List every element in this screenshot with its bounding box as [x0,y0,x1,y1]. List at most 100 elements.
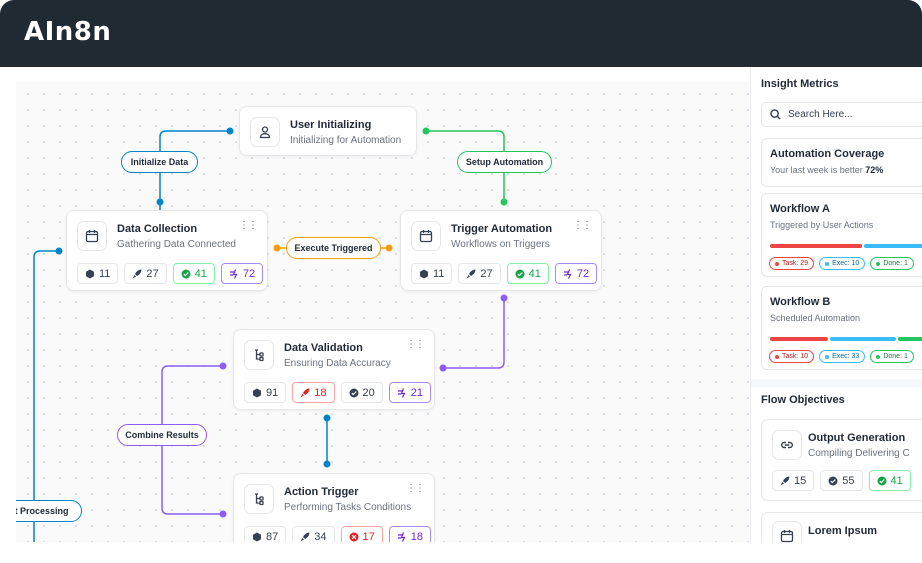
wire-dot [385,244,393,252]
drag-handle-icon[interactable]: ⋮⋮ [406,339,425,350]
cube-icon [253,388,261,397]
node-subtitle: Initializing for Automation [290,135,402,146]
stat-rocket[interactable]: 27 [458,263,501,284]
link-icon [772,430,802,460]
stat-box[interactable]: 11 [411,263,453,284]
wire-dot [500,294,508,302]
connector-initialize-data[interactable]: Initialize Data [121,151,198,173]
objective-output-generation[interactable]: Output Generation Compiling Delivering C… [761,419,922,501]
calendar-icon [77,221,107,251]
wire-dot [226,127,234,135]
app-logo[interactable]: AIn8n [24,17,112,47]
objective-lorem-ipsum[interactable]: Lorem Ipsum [761,512,922,543]
stat-box[interactable]: 87 [244,526,287,542]
check-circle-icon [515,269,525,278]
metric-automation-coverage[interactable]: Automation Coverage Your last week is be… [761,138,922,187]
node-subtitle: Workflows on Triggers [451,239,550,250]
metric-subtitle: Triggered by User Actions [770,220,874,230]
node-user-initializing[interactable]: User Initializing Initializing for Autom… [239,106,417,156]
metric-title: Automation Coverage [770,148,885,160]
node-title: Data Collection [117,223,198,235]
metric-workflow-b[interactable]: Workflow B Scheduled Automation Task: 10… [761,286,922,370]
wire-setup-automation [426,130,505,202]
drag-handle-icon[interactable]: ⋮⋮ [406,483,425,494]
node-action-trigger[interactable]: Action Trigger Performing Tasks Conditio… [233,473,435,542]
search-input[interactable]: Search Here... [761,102,922,127]
drag-handle-icon[interactable]: ⋮⋮ [239,220,258,231]
check-circle-icon [181,269,191,278]
metric-workflow-a[interactable]: Workflow A Triggered by User Actions Tas… [761,193,922,277]
connector-wires [33,127,508,542]
flash-icon [563,268,572,279]
wire-dot [273,244,281,252]
stat-box[interactable]: 91 [244,382,287,403]
flash-icon [397,531,406,542]
wire-dot [219,362,227,370]
connector-setup-automation[interactable]: Setup Automation [457,151,552,173]
flash-icon [229,268,238,279]
tree-structure-icon [244,484,274,514]
stat-check[interactable]: 41 [506,263,549,284]
wire-dot [156,198,164,206]
wire-trigger-validation [443,298,505,369]
check-circle-icon [349,388,358,397]
stat-flash[interactable]: 72 [554,263,598,284]
stat-rocket[interactable]: 18 [292,382,335,403]
calendar-icon [411,221,441,251]
stat-rocket[interactable]: 34 [292,526,335,542]
stat-check-green[interactable]: 41 [868,470,911,491]
node-data-validation[interactable]: Data Validation Ensuring Data Accuracy ⋮… [233,329,435,410]
rocket-icon [300,388,310,397]
wire-direct-processing [33,250,59,542]
stat-flash[interactable]: 18 [388,526,431,542]
wire-initialize-data [159,130,230,212]
stat-flash[interactable]: 72 [220,263,264,284]
connector-direct-processing[interactable]: ct Processing [16,500,82,522]
objective-title: Output Generation [808,432,906,444]
calendar-icon [772,521,802,543]
objective-subtitle: Compiling Delivering C [808,448,910,459]
tag-exec: Exec: 10 [819,257,866,270]
node-title: User Initializing [290,119,372,131]
node-subtitle: Performing Tasks Conditions [284,502,412,513]
insight-metrics-title: Insight Metrics [761,78,839,90]
flash-icon [397,387,406,398]
stat-cancel[interactable]: 17 [340,526,383,542]
tag-task: Task: 29 [769,257,815,270]
insight-sidebar: Insight Metrics Search Here... Automatio… [750,67,922,543]
node-trigger-automation[interactable]: Trigger Automation Workflows on Triggers… [400,210,602,291]
node-title: Trigger Automation [451,223,553,235]
tree-structure-icon [244,340,274,370]
user-icon [250,117,280,147]
node-data-collection[interactable]: Data Collection Gathering Data Connected… [66,210,268,291]
cube-icon [86,269,94,278]
wire-dot [323,414,331,422]
check-circle-icon [877,476,886,485]
section-divider [751,379,922,387]
stat-box[interactable]: 11 [77,263,119,284]
tag-done: Done: 1 [870,350,914,363]
stat-check[interactable]: 41 [172,263,215,284]
objective-title: Lorem Ipsum [808,525,878,537]
search-placeholder: Search Here... [788,109,853,120]
metric-title: Workflow B [770,296,831,308]
tag-task: Task: 10 [769,350,815,363]
workflow-canvas[interactable]: Initialize Data Setup Automation Execute… [16,82,749,542]
node-title: Data Validation [284,342,363,354]
app-header: AIn8n [0,0,922,67]
tag-exec: Exec: 33 [819,350,866,363]
stat-flash[interactable]: 21 [388,382,431,403]
stat-rocket[interactable]: 27 [124,263,167,284]
wire-dot [219,510,227,518]
stat-check[interactable]: 20 [340,382,383,403]
rocket-icon [466,269,476,278]
metric-title: Workflow A [770,203,830,215]
node-title: Action Trigger [284,486,359,498]
tag-done: Done: 1 [870,257,914,270]
wire-dot [500,198,508,206]
stat-check[interactable]: 55 [820,470,863,491]
stat-rocket[interactable]: 15 [772,470,815,491]
connector-combine-results[interactable]: Combine Results [117,424,207,446]
drag-handle-icon[interactable]: ⋮⋮ [573,220,592,231]
connector-execute-triggered[interactable]: Execute Triggered [286,237,381,259]
